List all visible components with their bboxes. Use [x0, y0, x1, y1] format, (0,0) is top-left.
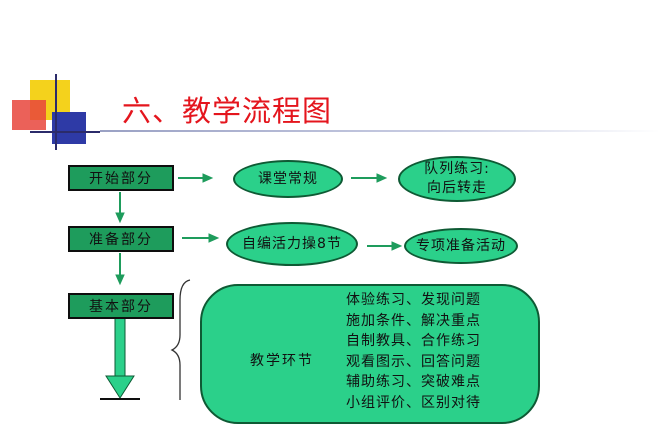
arrow-prepare-to-basic	[115, 253, 125, 286]
arrow-routine-to-drill	[351, 173, 388, 183]
list-item: 体验练习、发现问题	[346, 292, 481, 308]
node-vitality-exercise: 自编活力操8节	[226, 222, 358, 266]
list-item: 自制教具、合作练习	[346, 333, 481, 349]
teaching-step-label: 教学环节	[250, 353, 314, 369]
list-item: 施加条件、解决重点	[346, 312, 481, 329]
arrow-basic-down	[105, 317, 135, 399]
teaching-step-list: 体验练习、发现问题 施加条件、解决重点 自制教具、合作练习 观看图示、回答问题 …	[346, 290, 481, 413]
node-formation-drill-line2: 向后转走	[427, 180, 487, 196]
list-item: 辅助练习、突破难点	[346, 374, 481, 390]
node-special-warmup: 专项准备活动	[404, 228, 518, 264]
red-square	[12, 100, 46, 130]
stage-basic: 基本部分	[68, 293, 174, 319]
arrow-prepare-to-exercise	[182, 233, 220, 243]
node-class-routine: 课堂常规	[233, 160, 343, 198]
blue-square	[52, 112, 86, 144]
arrow-exercise-to-special	[367, 241, 403, 251]
stage-start: 开始部分	[68, 165, 174, 191]
title-underline	[100, 130, 660, 132]
arrow-start-to-prepare	[115, 192, 125, 224]
node-formation-drill-line1: 队列练习:	[424, 161, 490, 178]
node-formation-drill: 队列练习: 向后转走	[398, 156, 516, 202]
arrow-start-to-routine	[178, 173, 214, 183]
curly-brace	[170, 279, 191, 400]
list-item: 小组评价、区别对待	[346, 394, 481, 411]
list-item: 观看图示、回答问题	[346, 353, 481, 370]
slide-decoration	[12, 74, 403, 400]
slide-title: 六、教学流程图	[122, 94, 333, 128]
stage-prepare: 准备部分	[68, 226, 174, 252]
